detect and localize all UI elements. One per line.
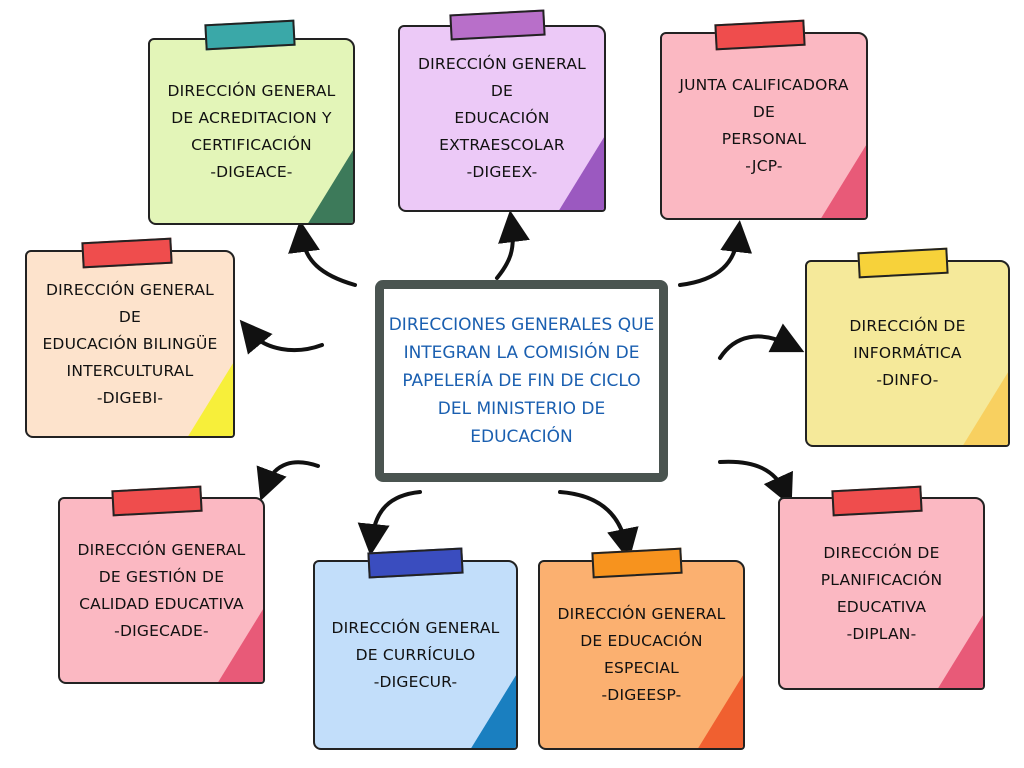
note-line: DIRECCIÓN GENERAL — [557, 605, 726, 623]
note-text: DIRECCIÓN GENERAL DE EDUCACIÓN BILINGÜE IN… — [27, 277, 233, 412]
note-line: INFORMÁTICA — [853, 344, 962, 362]
tape-strip — [449, 9, 546, 41]
note-line: DE ACREDITACION Y — [171, 108, 332, 127]
note-line: EDUCACIÓN — [454, 109, 550, 127]
note-line: DE GESTIÓN DE — [98, 567, 225, 586]
note-line: DIRECCIÓN GENERAL — [77, 540, 246, 559]
note-line: PERSONAL — [721, 130, 807, 148]
arrow-digecade — [256, 460, 320, 501]
note-line: CERTIFICACIÓN — [191, 135, 312, 154]
note-digeesp: DIRECCIÓN GENERAL DE EDUCACIÓN ESPECIAL -DI… — [538, 560, 745, 750]
tape-strip — [831, 485, 923, 517]
note-line: DIRECCIÓN GENERAL DE — [46, 280, 214, 326]
tape-strip — [857, 247, 949, 279]
note-line: -DIPLAN- — [846, 624, 917, 643]
tape-strip — [591, 547, 683, 579]
note-diplan: DIRECCIÓN DE PLANIFICACIÓN EDUCATIVA -DIPLA… — [778, 497, 985, 690]
note-dinfo: DIRECCIÓN DE INFORMÁTICA -DINFO- — [805, 260, 1010, 447]
arrow-diplan — [718, 459, 793, 507]
note-line: EXTRAESCOLAR — [439, 136, 565, 154]
note-line: DIRECCIÓN DE — [823, 543, 940, 562]
note-digebi: DIRECCIÓN GENERAL DE EDUCACIÓN BILINGÜE IN… — [25, 250, 235, 438]
note-line: -DIGEBI- — [96, 388, 164, 407]
tape-strip — [111, 485, 203, 517]
note-line: DE CURRÍCULO — [355, 645, 476, 664]
note-line: INTERCULTURAL — [66, 361, 194, 380]
note-text: DIRECCIÓN GENERAL DE GESTIÓN DE CALIDAD ED… — [72, 537, 252, 645]
note-line: DIRECCIÓN DE — [849, 317, 966, 335]
central-topic-title: DIRECCIONES GENERALES QUE INTEGRAN LA CO… — [388, 315, 655, 447]
arrow-digebi — [239, 319, 324, 355]
note-line: DIRECCIÓN GENERAL — [331, 618, 500, 637]
note-line: PLANIFICACIÓN — [820, 570, 943, 589]
note-line: -DIGEACE- — [210, 162, 293, 181]
note-line: DIRECCIÓN GENERAL — [167, 81, 336, 100]
arrow-dinfo — [718, 323, 805, 360]
tape-strip — [81, 237, 173, 269]
tape-strip — [204, 19, 296, 51]
note-text: DIRECCIÓN GENERAL DE EDUCACIÓN ESPECIAL -DI… — [552, 601, 732, 709]
note-line: -DIGEEX- — [466, 163, 538, 181]
note-digecur: DIRECCIÓN GENERAL DE CURRÍCULO -DIGECUR- — [313, 560, 518, 750]
note-line: EDUCACIÓN BILINGÜE — [42, 334, 218, 353]
note-digeex: DIRECCIÓN GENERAL DE EDUCACIÓN EXTRAESCOLA… — [398, 25, 606, 212]
note-digecade: DIRECCIÓN GENERAL DE GESTIÓN DE CALIDAD ED… — [58, 497, 265, 684]
note-line: -DIGECUR- — [373, 672, 458, 691]
note-line: DE EDUCACIÓN — [580, 632, 703, 650]
arrow-digeex — [495, 210, 530, 280]
arrow-digeace — [288, 220, 357, 287]
arrow-digeesp — [558, 490, 639, 561]
note-line: -JCP- — [745, 157, 783, 175]
note-line: EDUCATIVA — [836, 597, 927, 616]
tape-strip — [367, 547, 464, 579]
note-text: DIRECCIÓN DE PLANIFICACIÓN EDUCATIVA -DIPLA… — [815, 540, 949, 648]
note-text: DIRECCIÓN DE INFORMÁTICA -DINFO- — [843, 313, 971, 394]
note-line: -DIGECADE- — [114, 621, 209, 640]
note-line: JUNTA CALIFICADORA DE — [679, 76, 849, 121]
arrow-jcp — [678, 220, 753, 287]
note-line: CALIDAD EDUCATIVA — [79, 594, 244, 613]
note-line: -DIGEESP- — [601, 686, 682, 704]
note-line: -DINFO- — [876, 371, 939, 389]
note-line: ESPECIAL — [603, 659, 679, 677]
arrow-digecur — [357, 490, 422, 556]
note-digeace: DIRECCIÓN GENERAL DE ACREDITACION Y CERTIF… — [148, 38, 355, 225]
note-text: DIRECCIÓN GENERAL DE EDUCACIÓN EXTRAESCOLA… — [400, 51, 604, 186]
central-topic-box: DIRECCIONES GENERALES QUE INTEGRAN LA CO… — [375, 280, 668, 482]
tape-strip — [714, 19, 806, 51]
note-text: DIRECCIÓN GENERAL DE CURRÍCULO -DIGECUR- — [326, 615, 506, 696]
note-line: DIRECCIÓN GENERAL DE — [418, 55, 586, 100]
note-jcp: JUNTA CALIFICADORA DE PERSONAL -JCP- — [660, 32, 868, 220]
note-text: JUNTA CALIFICADORA DE PERSONAL -JCP- — [662, 72, 866, 180]
note-text: DIRECCIÓN GENERAL DE ACREDITACION Y CERTIF… — [162, 78, 342, 186]
